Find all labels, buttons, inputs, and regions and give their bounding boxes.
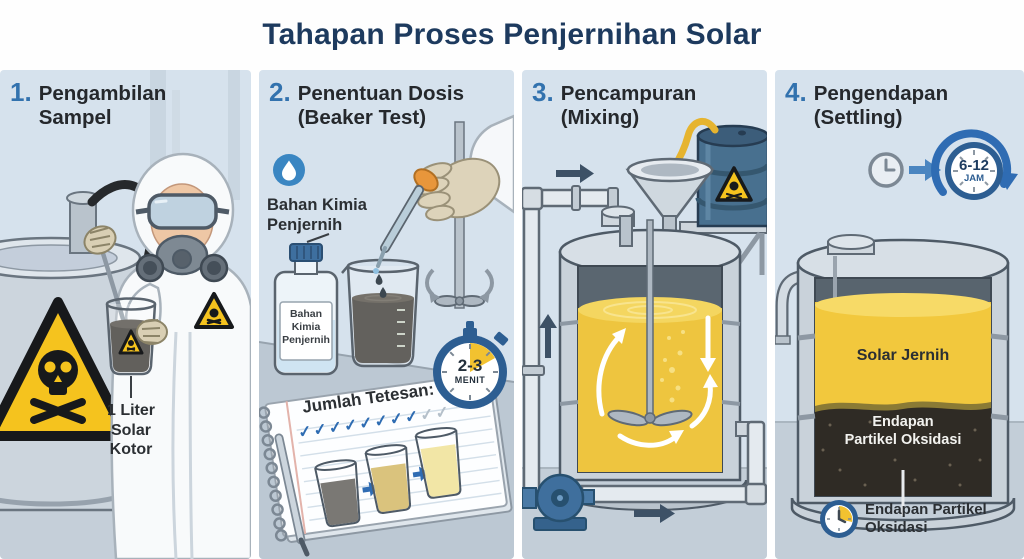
- dosing-illustration: [259, 114, 514, 559]
- timer-unit: MENIT: [454, 375, 486, 385]
- skull-warning-icon: [0, 297, 131, 441]
- panel-dosing: 2. Penentuan Dosis (Beaker Test) Bahan K…: [259, 70, 514, 559]
- dropper-hand: [373, 114, 514, 274]
- sediment-label: Endapan Partikel Oksidasi: [844, 414, 962, 448]
- settling-illustration: [775, 129, 1024, 559]
- step-number: 1.: [10, 77, 32, 107]
- pen-icon: [274, 433, 310, 557]
- step-number: 4.: [785, 77, 807, 107]
- goggles-icon: [135, 193, 230, 230]
- chemical-bottle: [273, 243, 339, 376]
- glove-icon: [83, 225, 117, 255]
- sediment-speckles: [821, 420, 982, 487]
- impeller-icon: [607, 409, 693, 427]
- panel2-heading: 2. Penentuan Dosis (Beaker Test): [269, 77, 488, 130]
- panel-sampling: 1. Pengambilan Sampel 1 Liter Solar Koto…: [0, 70, 251, 559]
- step-title: Pencampuran (Mixing): [560, 82, 697, 130]
- timer-value: 2-3: [457, 356, 483, 375]
- sediment-layer: [815, 407, 991, 496]
- result-beaker-clear: [414, 426, 462, 499]
- settling-clock-icon: [820, 500, 858, 538]
- step-title: Pengendapan (Settling): [813, 82, 949, 130]
- result-beaker-amber: [364, 444, 412, 514]
- panel3-heading: 3. Pencampuran (Mixing): [532, 77, 721, 130]
- notebook: [259, 372, 513, 543]
- dropper-icon: [373, 168, 439, 274]
- panel-settling: 4. Pengendapan (Settling) 6-12 JAM Solar…: [775, 70, 1024, 559]
- mixing-illustration: [522, 118, 767, 559]
- mixing-tank: [553, 215, 747, 511]
- panel-mixing: 3. Pencampuran (Mixing): [522, 70, 767, 559]
- wait-clock-icon: [868, 152, 904, 188]
- drum-warning-icon: [715, 166, 753, 202]
- pump-icon: [522, 473, 595, 531]
- clear-fuel-label: Solar Jernih: [856, 347, 950, 364]
- flow-arrow-bottom: [634, 504, 675, 523]
- gas-mask-icon: [135, 234, 229, 283]
- checkmarks-pending: ✓✓: [419, 403, 453, 425]
- page-title: Tahapan Proses Penjernihan Solar: [262, 18, 762, 51]
- rotation-arrows-icon: [425, 268, 494, 303]
- duration-unit: JAM: [963, 173, 985, 184]
- spiral-binding: [259, 406, 288, 542]
- chest-warning-icon: [194, 292, 234, 329]
- bubbles: [660, 330, 685, 403]
- step-number: 3.: [532, 77, 554, 107]
- flow-arrows: [539, 164, 594, 358]
- funnel-icon: [625, 157, 715, 257]
- sediment-caption: Endapan Partikel Oksidasi: [865, 501, 987, 537]
- droplet-icon: [273, 154, 305, 186]
- glove-icon: [136, 319, 168, 345]
- duration-value: 6-12: [958, 157, 990, 174]
- chemical-label: Bahan Kimia Penjernih: [267, 196, 367, 235]
- step-number: 2.: [269, 77, 291, 107]
- stopwatch-icon: [433, 321, 509, 409]
- leader-line: [306, 233, 330, 243]
- bottle-label: Bahan Kimia Penjernih: [282, 308, 330, 347]
- settling-tank: [775, 234, 1016, 532]
- duration-badge: [931, 129, 1018, 200]
- circulation-arrows: [596, 315, 718, 448]
- beaker-warning-icon: [118, 329, 144, 355]
- step-title: Penentuan Dosis (Beaker Test): [297, 82, 464, 130]
- sampling-illustration: [0, 70, 251, 559]
- result-beaker-dark: [314, 459, 361, 528]
- panel4-heading: 4. Pengendapan (Settling): [785, 77, 984, 130]
- test-beaker: [341, 258, 420, 368]
- outlet-pipe: [580, 420, 767, 506]
- sample-volume-label: 1 Liter Solar Kotor: [106, 402, 155, 459]
- step-title: Pengambilan Sampel: [38, 82, 167, 130]
- header: Tahapan Proses Penjernihan Solar: [0, 0, 1024, 70]
- panel1-heading: 1. Pengambilan Sampel: [10, 77, 189, 130]
